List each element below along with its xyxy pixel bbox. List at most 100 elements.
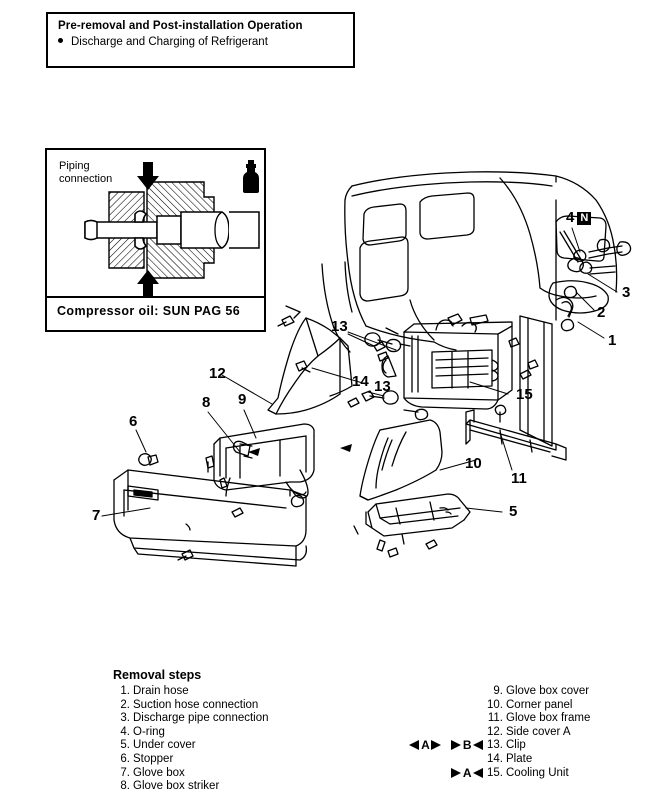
marker-a-outward: A <box>409 738 442 753</box>
triangle-right-icon <box>450 767 461 778</box>
list-item: 12.Side cover A <box>486 726 653 740</box>
list-item: 2.Suction hose connection <box>113 699 363 713</box>
step-label: Corner panel <box>506 698 573 711</box>
piping-connection-box: Piping connection <box>45 148 266 332</box>
step-label: Side cover A <box>506 725 571 738</box>
step-number: 6. <box>120 752 130 765</box>
piping-connection-label: Piping connection <box>59 160 112 186</box>
note-title: Pre-removal and Post-installation Operat… <box>58 20 303 32</box>
list-item: 3.Discharge pipe connection <box>113 712 363 726</box>
step-number: 10. <box>487 698 503 711</box>
step-label: Suction hose connection <box>133 698 259 711</box>
marker-row-blank <box>378 699 483 713</box>
step-number: 7. <box>120 766 130 779</box>
triangle-right-icon <box>431 740 442 751</box>
piping-label-line1: Piping <box>59 160 90 172</box>
list-item: 10.Corner panel <box>486 699 653 713</box>
list-item: 6.Stopper <box>113 753 363 767</box>
marker-row-blank <box>378 726 483 740</box>
step-label: Glove box cover <box>506 685 590 697</box>
marker-a-inward: A <box>450 765 483 780</box>
list-item: 1.Drain hose <box>113 685 363 699</box>
step-label: O-ring <box>133 725 165 738</box>
callout-5: 5 <box>509 503 518 520</box>
marker-b-letter: B <box>462 738 472 753</box>
removal-steps-section: Removal steps 1.Drain hose 2.Suction hos… <box>113 668 633 792</box>
removal-steps-columns: 1.Drain hose 2.Suction hose connection 3… <box>113 685 633 792</box>
step-label: Discharge pipe connection <box>133 712 269 725</box>
triangle-left-icon <box>473 767 483 778</box>
compressor-oil-spec: Compressor oil: SUN PAG 56 <box>57 304 241 318</box>
callout-4-number: 4 <box>566 209 575 226</box>
step-number: 9. <box>493 685 503 697</box>
triangle-right-icon <box>450 740 461 751</box>
removal-steps-right-column: 9.Glove box cover 10.Corner panel 11.Glo… <box>486 685 653 780</box>
callout-6: 6 <box>129 413 138 430</box>
note-bullet-text: Discharge and Charging of Refrigerant <box>71 36 268 48</box>
step-number: 14. <box>487 752 503 765</box>
step-label: Glove box frame <box>506 712 591 725</box>
callout-14: 14 <box>352 373 369 390</box>
step-number: 8. <box>120 780 130 793</box>
step-label: Clip <box>506 739 526 752</box>
callout-10: 10 <box>465 455 482 472</box>
list-item: 14.Plate <box>486 753 653 767</box>
step-number: 2. <box>120 698 130 711</box>
marker-row-blank <box>378 753 483 767</box>
piping-box-divider <box>47 296 264 298</box>
list-item: 11.Glove box frame <box>486 712 653 726</box>
pre-removal-note-box: Pre-removal and Post-installation Operat… <box>46 12 355 68</box>
step-number: 13. <box>487 739 503 752</box>
callout-15: 15 <box>516 386 533 403</box>
marker-row-blank <box>378 685 483 699</box>
callout-3: 3 <box>622 284 631 301</box>
step-number: 15. <box>487 766 503 779</box>
list-item: 9.Glove box cover <box>486 685 653 699</box>
list-item: 13.Clip <box>486 739 653 753</box>
step-label: Glove box <box>133 766 185 779</box>
list-item: 15.Cooling Unit <box>486 767 653 781</box>
step-number: 1. <box>120 685 130 697</box>
callout-8: 8 <box>202 394 211 411</box>
step-number: 3. <box>120 712 130 725</box>
marker-row-blank <box>378 712 483 726</box>
step-label: Stopper <box>133 752 174 765</box>
n-mark-badge: N <box>577 212 592 225</box>
step-number: 12. <box>487 725 503 738</box>
list-item: 4.O-ring <box>113 726 363 740</box>
callout-13-lower: 13 <box>374 378 391 395</box>
step-label: Cooling Unit <box>506 766 569 779</box>
callout-2: 2 <box>597 304 606 321</box>
note-bullet-row: Discharge and Charging of Refrigerant <box>58 36 268 48</box>
step-number: 4. <box>120 725 130 738</box>
callout-1: 1 <box>608 332 617 349</box>
list-item: 5.Under cover <box>113 739 363 753</box>
marker-a-in-letter: A <box>462 765 472 780</box>
bullet-icon <box>58 38 63 43</box>
marker-b-inward: B <box>450 738 483 753</box>
step-label: Glove box striker <box>133 780 220 793</box>
step-label: Plate <box>506 752 533 765</box>
piping-section-drawing <box>84 162 260 296</box>
triangle-left-icon <box>409 740 420 751</box>
callout-7: 7 <box>92 507 101 524</box>
marker-a-letter: A <box>421 738 430 753</box>
marker-row-clip: A B <box>378 739 483 753</box>
callout-12: 12 <box>209 365 226 382</box>
list-item: 7.Glove box <box>113 767 363 781</box>
step-number: 11. <box>487 712 503 725</box>
step-label: Drain hose <box>133 685 189 697</box>
removal-steps-heading: Removal steps <box>113 668 202 682</box>
list-item: 8.Glove box striker <box>113 780 363 794</box>
callout-13-upper: 13 <box>331 318 348 335</box>
removal-steps-left-column: 1.Drain hose 2.Suction hose connection 3… <box>113 685 363 794</box>
piping-label-line2: connection <box>59 173 113 185</box>
callout-9: 9 <box>238 391 247 408</box>
step-number: 5. <box>120 739 130 752</box>
triangle-left-icon <box>473 740 483 751</box>
step-label: Under cover <box>133 739 196 752</box>
callout-11: 11 <box>511 470 527 487</box>
marker-row-cooling-unit: A <box>378 765 483 781</box>
removal-steps-marker-column: A B A <box>378 685 483 780</box>
